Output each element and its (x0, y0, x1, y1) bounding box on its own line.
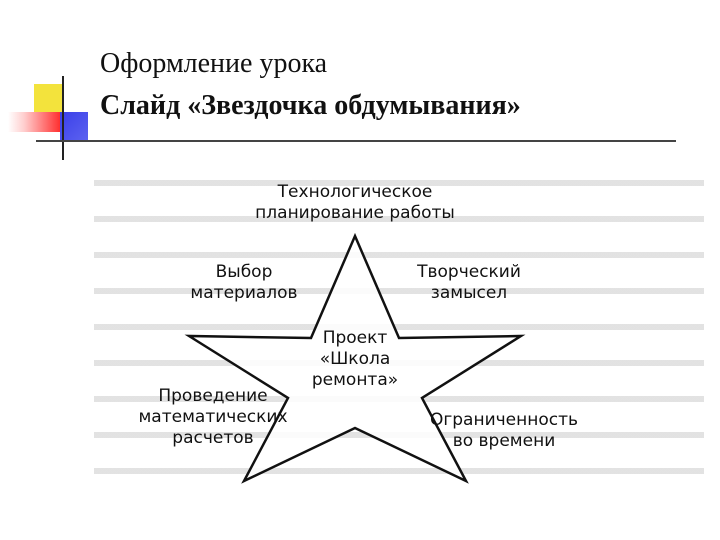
label-left: Выбор материалов (188, 262, 300, 304)
label-center-line1: Проект (322, 328, 388, 348)
label-left-line1: Выбор (215, 262, 273, 282)
slide-title-line2: Слайд «Звездочка обдумывания» (100, 90, 521, 121)
label-bottom-left-line2: математических (138, 407, 288, 427)
label-left-line2: материалов (190, 283, 298, 303)
decor-yellow-square (34, 84, 62, 112)
label-top: Технологическое планирование работы (250, 182, 460, 224)
decor-blue-square (60, 112, 88, 140)
label-bottom-left: Проведение математических расчетов (138, 386, 288, 449)
label-center-line2: «Школа (319, 349, 391, 369)
label-top-line2: планирование работы (255, 203, 455, 223)
label-right-line2: замысел (430, 283, 508, 303)
star-shape (184, 232, 526, 484)
label-bottom-right: Ограниченность во времени (424, 410, 584, 452)
label-bottom-right-line1: Ограниченность (429, 410, 579, 430)
label-bottom-right-line2: во времени (452, 431, 556, 451)
label-right: Творческий замысел (410, 262, 528, 304)
label-center-line3: ремонта» (311, 370, 399, 390)
label-center: Проект «Школа ремонта» (305, 328, 405, 391)
label-bottom-left-line1: Проведение (158, 386, 268, 406)
label-top-line1: Технологическое (277, 182, 433, 202)
decor-red-bar (8, 112, 60, 132)
title-underline (36, 140, 676, 142)
slide-title-line1: Оформление урока (100, 48, 328, 79)
label-bottom-left-line3: расчетов (172, 428, 254, 448)
label-right-line1: Творческий (417, 262, 521, 282)
decor-vertical-line (62, 76, 64, 160)
